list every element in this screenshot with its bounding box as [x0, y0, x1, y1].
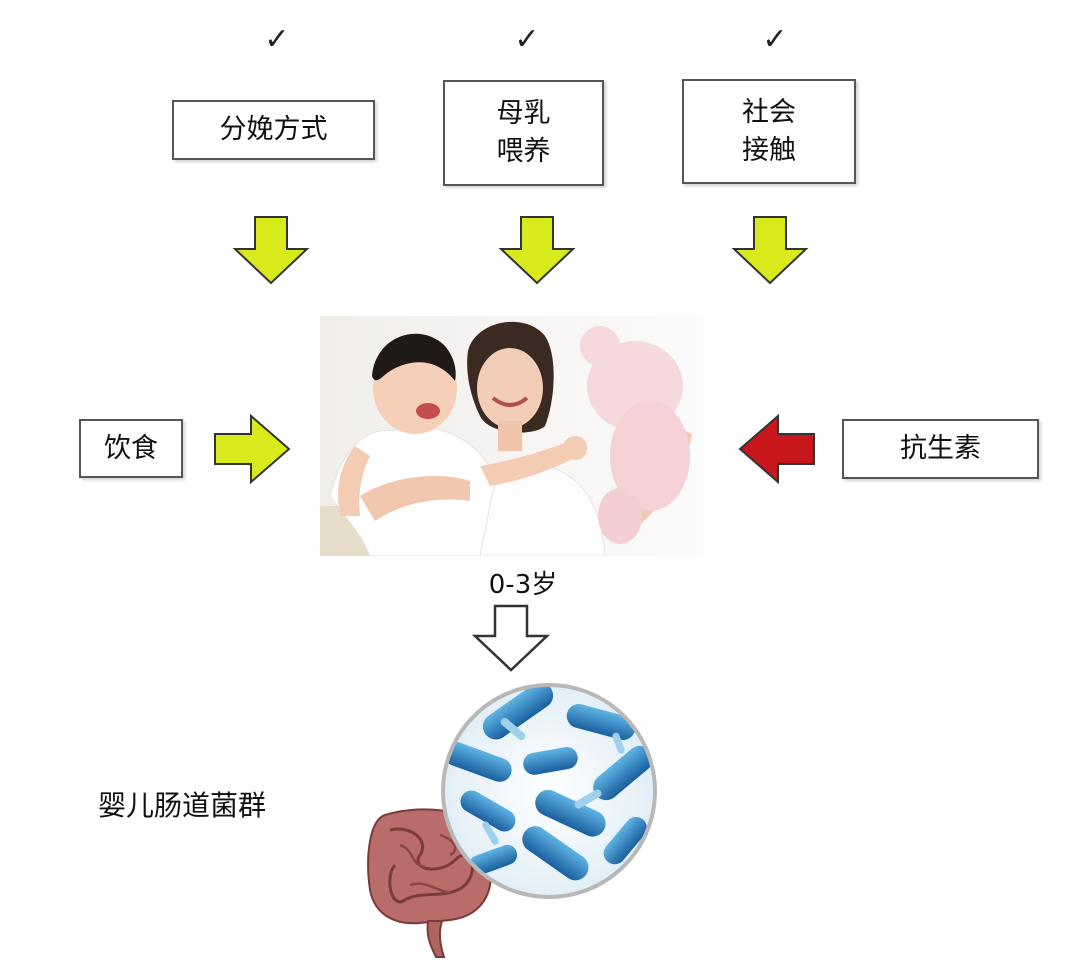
- factor-label-diet: 饮食: [104, 432, 158, 464]
- bacteria-magnified-circle: [441, 683, 657, 899]
- mother-baby-photo: [320, 316, 705, 556]
- down-arrow-social: [731, 216, 809, 285]
- check-mark-social: ✓: [762, 22, 788, 57]
- down-arrow-birth: [232, 216, 310, 285]
- factor-label-social-contact: 社会 接触: [742, 96, 796, 166]
- age-label: 0-3岁: [488, 570, 558, 600]
- right-arrow-diet: [214, 413, 291, 485]
- check-mark-birth: ✓: [264, 22, 290, 57]
- factor-label-birth-mode: 分娩方式: [219, 114, 328, 145]
- factor-label-antibiotics: 抗生素: [900, 433, 981, 464]
- down-arrow-outline: [471, 604, 551, 672]
- factor-box-antibiotics: 抗生素: [842, 419, 1039, 479]
- factor-box-birth-mode: 分娩方式: [172, 100, 375, 160]
- factor-box-breastfeeding: 母乳 喂养: [443, 80, 604, 186]
- factor-box-social-contact: 社会 接触: [682, 79, 856, 184]
- left-arrow-antibiotics: [738, 413, 815, 485]
- down-arrow-breastfeeding: [498, 216, 576, 285]
- factor-label-breastfeeding: 母乳 喂养: [496, 98, 551, 167]
- result-label: 婴儿肠道菌群: [98, 789, 267, 822]
- check-mark-breastfeeding: ✓: [514, 22, 540, 57]
- factor-box-diet: 饮食: [79, 419, 183, 478]
